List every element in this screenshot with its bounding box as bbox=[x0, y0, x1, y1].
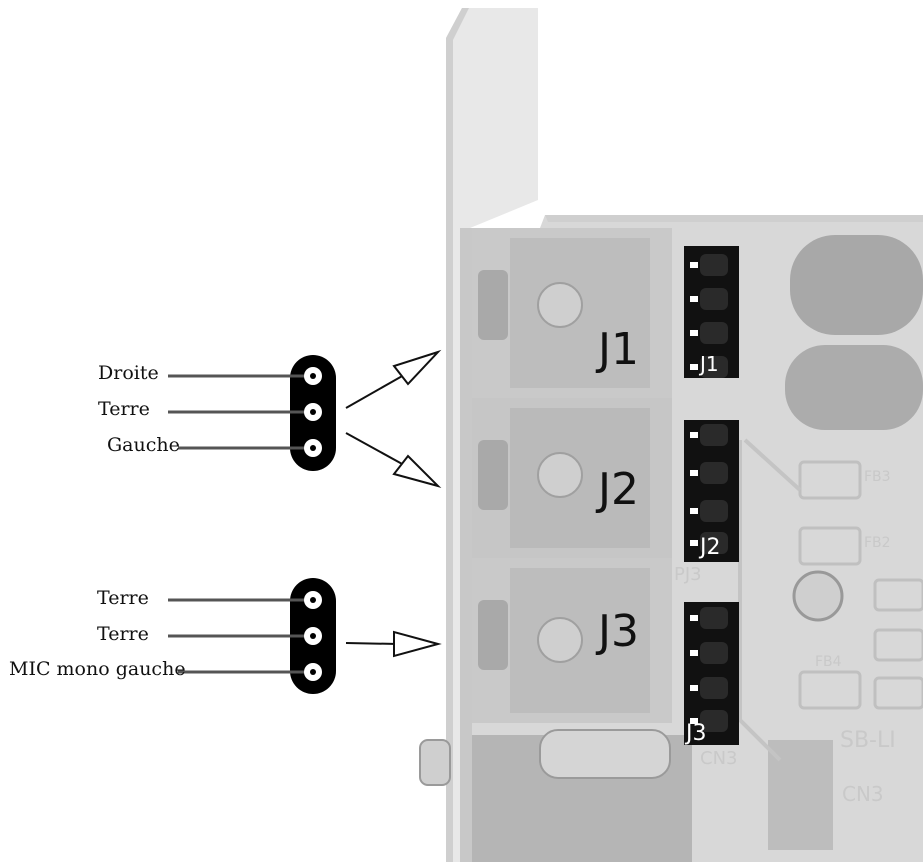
header-pin-dots bbox=[690, 254, 728, 732]
header-pin-highlight bbox=[690, 540, 698, 546]
header-pin-body bbox=[700, 462, 728, 484]
header-pin-highlight bbox=[690, 685, 698, 691]
jack-housings bbox=[472, 228, 672, 723]
pin-label-terre: Terre bbox=[98, 398, 150, 420]
header-pin-body bbox=[700, 710, 728, 732]
silk-fb3: FB3 bbox=[864, 469, 891, 485]
header-pin-body bbox=[700, 356, 728, 378]
pin-label-terre: Terre bbox=[97, 587, 149, 609]
silk-pj3: PJ3 bbox=[674, 564, 702, 585]
silk-j3: J3 bbox=[686, 721, 707, 746]
pin-label-gauche: Gauche bbox=[107, 434, 180, 456]
silk-fb4: FB4 bbox=[815, 654, 842, 670]
jack-label-j1: J1 bbox=[598, 324, 639, 375]
pin-holes bbox=[304, 367, 322, 681]
header-pin-body bbox=[700, 424, 728, 446]
header-pin-highlight bbox=[690, 296, 698, 302]
header-pin-highlight bbox=[690, 364, 698, 370]
header-pin-highlight bbox=[690, 262, 698, 268]
header-pin-highlight bbox=[690, 470, 698, 476]
silk-cn3-small: CN3 bbox=[700, 748, 738, 769]
header-pin-highlight bbox=[690, 615, 698, 621]
header-pin-highlight bbox=[690, 432, 698, 438]
connector-pin-center bbox=[310, 633, 316, 639]
connector-pin-center bbox=[310, 597, 316, 603]
header-pin-body bbox=[700, 500, 728, 522]
connector-pin-center bbox=[310, 445, 316, 451]
silk-j1: J1 bbox=[700, 352, 719, 376]
header-pin-body bbox=[700, 677, 728, 699]
header-pin-highlight bbox=[690, 650, 698, 656]
silk-cn3: CN3 bbox=[842, 782, 884, 806]
mounting-bracket bbox=[446, 8, 538, 862]
header-pin-body bbox=[700, 532, 728, 554]
silk-fb2: FB2 bbox=[864, 535, 891, 551]
silk-sb-li: SB-LI bbox=[840, 728, 896, 753]
header-pin-highlight bbox=[690, 508, 698, 514]
jack-label-j2: J2 bbox=[598, 464, 639, 515]
header-pin-highlight bbox=[690, 330, 698, 336]
header-pin-highlight bbox=[690, 718, 698, 724]
pin-label-mic-mono-gauche: MIC mono gauche bbox=[9, 658, 186, 680]
header-pin-body bbox=[700, 322, 728, 344]
connector-pin-center bbox=[310, 373, 316, 379]
header-pin-body bbox=[700, 642, 728, 664]
header-pin-body bbox=[700, 607, 728, 629]
header-pin-body bbox=[700, 288, 728, 310]
board-components bbox=[738, 438, 923, 850]
silk-j2: J2 bbox=[700, 535, 721, 560]
header-pin-body bbox=[700, 254, 728, 276]
pin-lead-lines bbox=[168, 374, 309, 674]
capacitors bbox=[785, 235, 923, 622]
header-pins bbox=[684, 246, 739, 745]
connector-pin-center bbox=[310, 409, 316, 415]
connector-pin-center bbox=[310, 669, 316, 675]
pointer-arrows bbox=[345, 349, 442, 658]
pin-label-terre: Terre bbox=[97, 623, 149, 645]
jack-label-j3: J3 bbox=[598, 606, 639, 657]
pin-label-droite: Droite bbox=[98, 362, 159, 384]
lower-connector bbox=[419, 729, 692, 862]
